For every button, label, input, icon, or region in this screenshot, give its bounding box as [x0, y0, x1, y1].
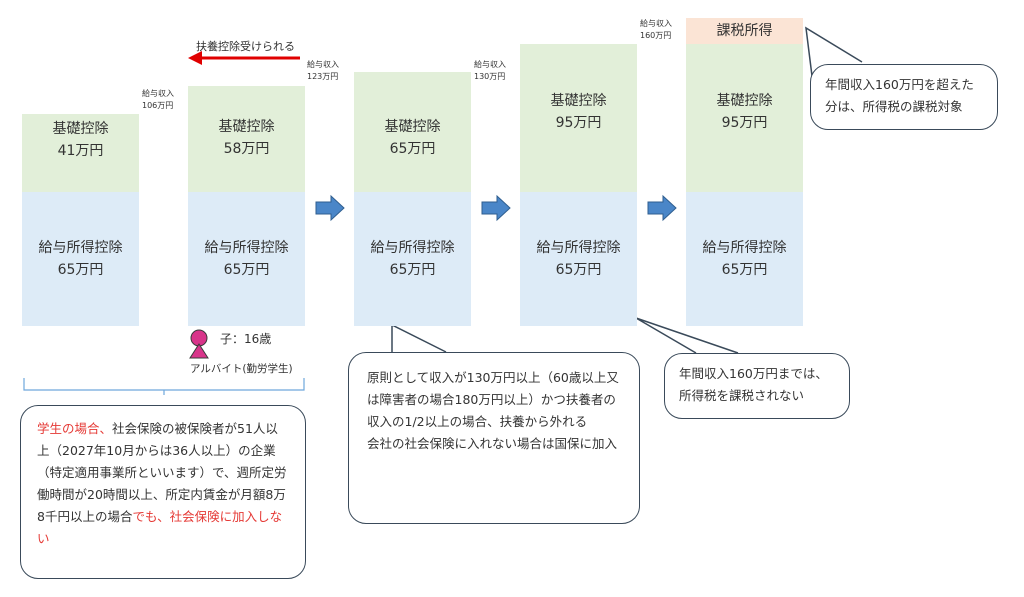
fuyou-red-arrow	[188, 51, 300, 65]
basic-deduction-label: 基礎控除	[52, 121, 109, 137]
fuyou-arrow-label: 扶養控除受けられる	[196, 40, 295, 53]
salary-deduction-label: 給与所得控除	[536, 240, 621, 256]
basic-deduction-amount: 58万円	[223, 141, 270, 157]
basic-deduction-block-4: 基礎控除 95万円	[520, 44, 637, 192]
salary-label-106: 給与収入 106万円	[142, 89, 174, 110]
salary-deduction-amount: 65万円	[555, 262, 602, 278]
basic-deduction-label: 基礎控除	[550, 93, 607, 109]
basic-deduction-label: 基礎控除	[218, 119, 275, 135]
salary-deduction-label: 給与所得控除	[702, 240, 787, 256]
salary-deduction-label: 給与所得控除	[370, 240, 455, 256]
callout-dependent: 原則として収入が130万円以上（60歳以上又は障害者の場合180万円以上）かつ扶…	[348, 352, 640, 524]
dependent-rule-text: 原則として収入が130万円以上（60歳以上又は障害者の場合180万円以上）かつ扶…	[367, 370, 619, 429]
salary-deduction-block-3: 給与所得控除 65万円	[354, 192, 471, 326]
basic-deduction-amount: 95万円	[721, 115, 768, 131]
basic-deduction-label: 基礎控除	[384, 119, 441, 135]
student-body-text: 社会保険の被保険者が51人以上（2027年10月からは36人以上）の企業（特定適…	[37, 421, 287, 524]
callout-not-taxed: 年間収入160万円までは、所得税を課税されない	[664, 353, 850, 419]
salary-deduction-label: 給与所得控除	[204, 240, 289, 256]
basic-deduction-amount: 65万円	[389, 141, 436, 157]
basic-deduction-block-1: 基礎控除 41万円	[22, 114, 139, 192]
person-icon	[189, 329, 209, 359]
salary-label-160: 給与収入 160万円	[640, 19, 672, 40]
not-taxed-text: 年間収入160万円までは、所得税を課税されない	[679, 366, 828, 403]
taxable-income-block: 課税所得	[686, 18, 803, 44]
salary-label-130: 給与収入 130万円	[474, 60, 506, 81]
callout-student: 学生の場合、社会保険の被保険者が51人以上（2027年10月からは36人以上）の…	[20, 405, 306, 579]
salary-deduction-amount: 65万円	[57, 262, 104, 278]
basic-deduction-amount: 41万円	[57, 143, 104, 159]
student-lead-text: 学生の場合、	[37, 421, 113, 436]
salary-deduction-block-1: 給与所得控除 65万円	[22, 192, 139, 326]
callout-taxed: 年間収入160万円を超えた分は、所得税の課税対象	[810, 64, 998, 130]
blue-arrow-3	[647, 194, 677, 222]
salary-deduction-amount: 65万円	[721, 262, 768, 278]
child-age-label: 子：16歳	[220, 332, 272, 346]
callout-tail-dependent	[391, 323, 447, 353]
dependent-kokuho-text: 会社の社会保険に入れない場合は国保に加入	[367, 436, 618, 451]
salary-deduction-block-2: 給与所得控除 65万円	[188, 192, 305, 326]
basic-deduction-block-3: 基礎控除 65万円	[354, 72, 471, 192]
student-tail-text: でも、社会保険に加入しない	[37, 509, 283, 546]
bracket-brace	[23, 378, 305, 395]
taxable-income-label: 課税所得	[716, 23, 773, 39]
salary-deduction-amount: 65万円	[389, 262, 436, 278]
basic-deduction-block-2: 基礎控除 58万円	[188, 86, 305, 192]
basic-deduction-amount: 95万円	[555, 115, 602, 131]
salary-deduction-label: 給与所得控除	[38, 240, 123, 256]
salary-deduction-block-4: 給与所得控除 65万円	[520, 192, 637, 326]
salary-label-123: 給与収入 123万円	[307, 60, 339, 81]
blue-arrow-2	[481, 194, 511, 222]
blue-arrow-1	[315, 194, 345, 222]
taxed-text: 年間収入160万円を超えた分は、所得税の課税対象	[825, 77, 974, 114]
salary-deduction-block-5: 給与所得控除 65万円	[686, 192, 803, 326]
basic-deduction-label: 基礎控除	[716, 93, 773, 109]
salary-deduction-amount: 65万円	[223, 262, 270, 278]
part-time-job-label: アルバイト(勤労学生)	[190, 363, 293, 375]
basic-deduction-block-5: 基礎控除 95万円	[686, 44, 803, 192]
